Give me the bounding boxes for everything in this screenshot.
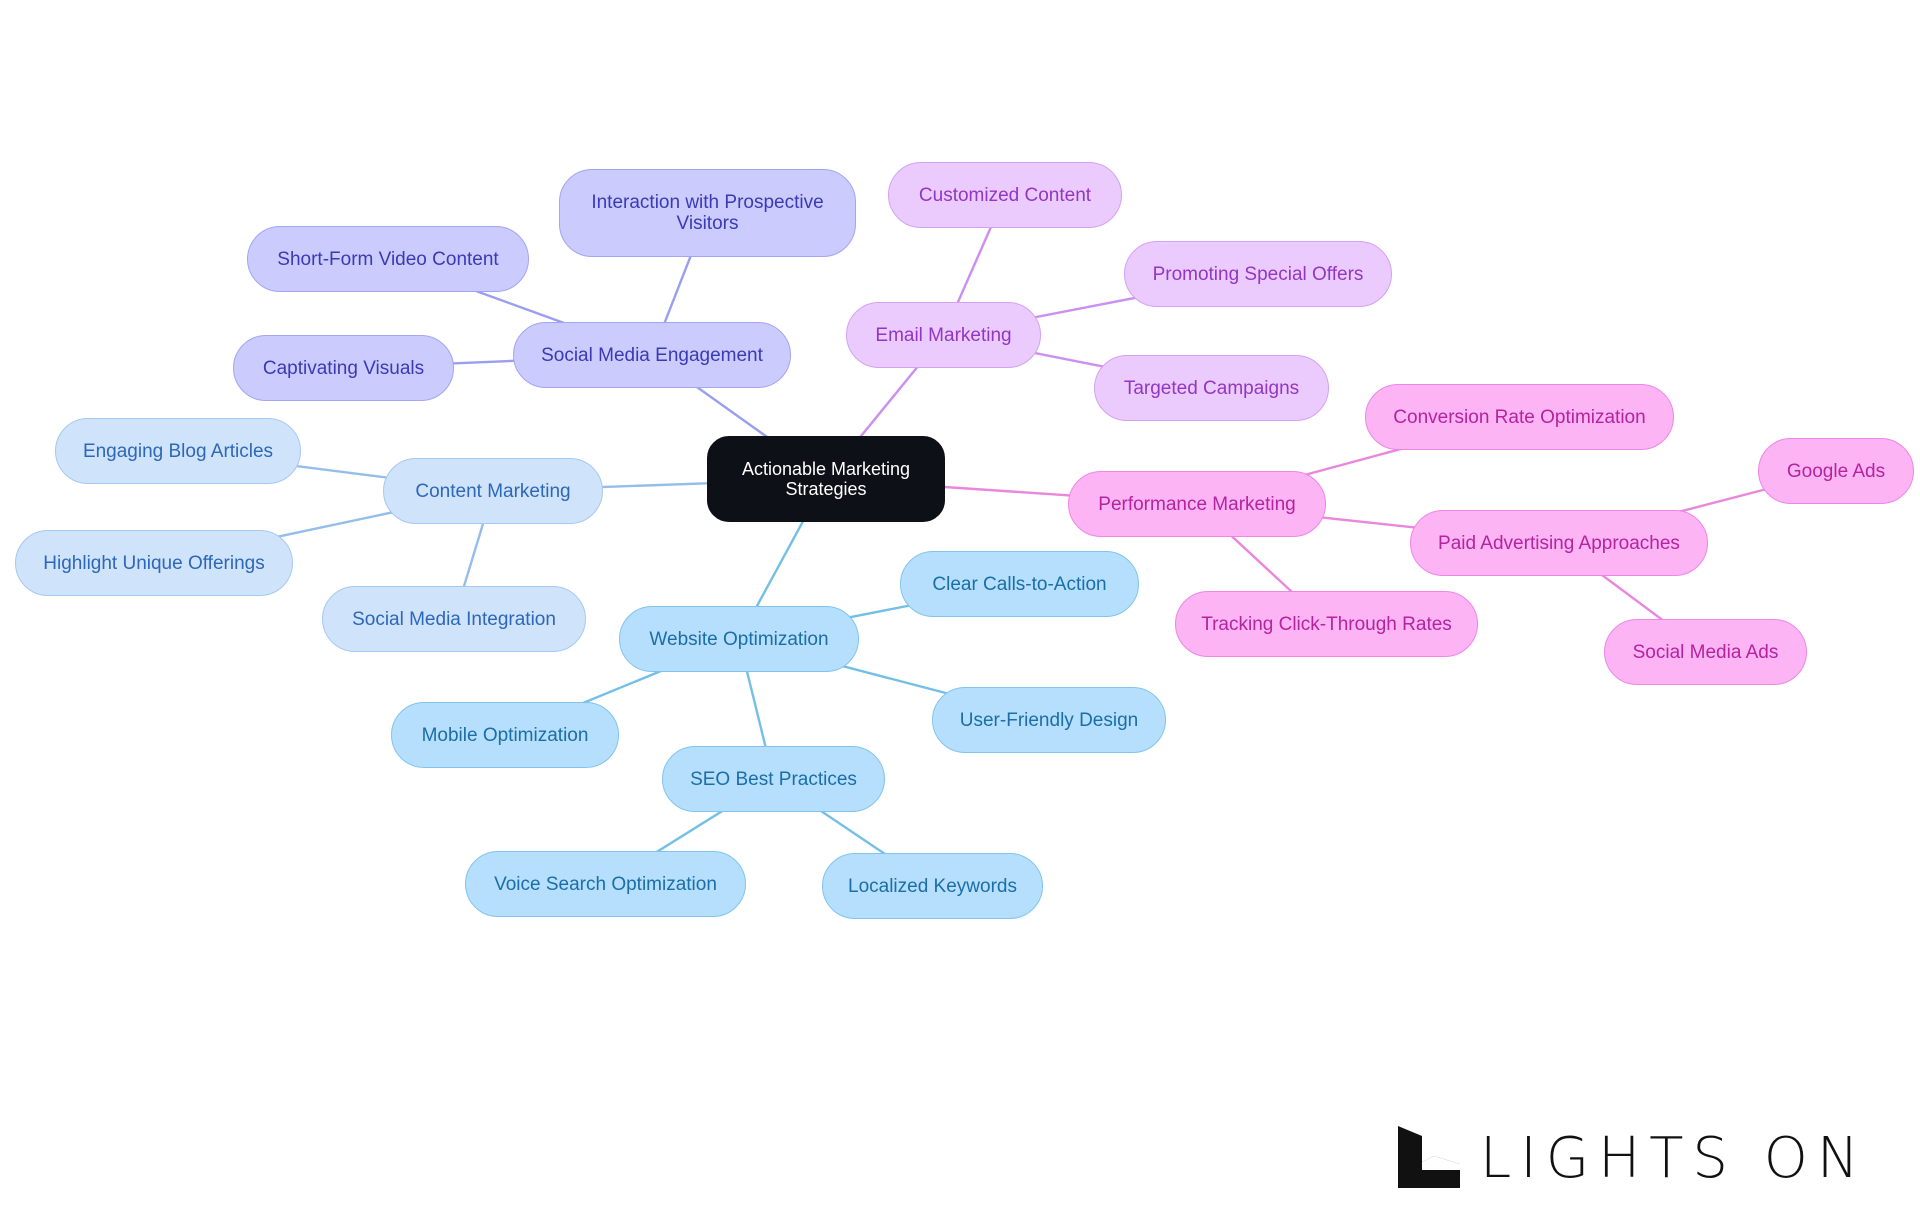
node-root: Actionable Marketing Strategies xyxy=(707,436,945,522)
node-smads: Social Media Ads xyxy=(1604,619,1807,685)
node-ctr: Tracking Click-Through Rates xyxy=(1175,591,1478,657)
node-social: Social Media Engagement xyxy=(513,322,791,388)
node-ufd: User-Friendly Design xyxy=(932,687,1166,753)
node-unique: Highlight Unique Offerings xyxy=(15,530,293,596)
node-performance: Performance Marketing xyxy=(1068,471,1326,537)
node-smint: Social Media Integration xyxy=(322,586,586,652)
node-interaction: Interaction with Prospective Visitors xyxy=(559,169,856,257)
lights-on-logo-mark-icon xyxy=(1398,1126,1460,1188)
node-video: Short-Form Video Content xyxy=(247,226,529,292)
lights-on-logo-text: LIGHTS ON xyxy=(1480,1126,1868,1191)
node-custom: Customized Content xyxy=(888,162,1122,228)
node-paid: Paid Advertising Approaches xyxy=(1410,510,1708,576)
node-voice: Voice Search Optimization xyxy=(465,851,746,917)
node-website: Website Optimization xyxy=(619,606,859,672)
node-targeted: Targeted Campaigns xyxy=(1094,355,1329,421)
node-mobile: Mobile Optimization xyxy=(391,702,619,768)
lights-on-logo: LIGHTS ON xyxy=(1398,1126,1859,1190)
node-email: Email Marketing xyxy=(846,302,1041,368)
node-content: Content Marketing xyxy=(383,458,603,524)
node-blog: Engaging Blog Articles xyxy=(55,418,301,484)
node-google: Google Ads xyxy=(1758,438,1914,504)
node-seo: SEO Best Practices xyxy=(662,746,885,812)
node-cta: Clear Calls-to-Action xyxy=(900,551,1139,617)
node-offers: Promoting Special Offers xyxy=(1124,241,1392,307)
node-visuals: Captivating Visuals xyxy=(233,335,454,401)
node-local: Localized Keywords xyxy=(822,853,1043,919)
node-cro: Conversion Rate Optimization xyxy=(1365,384,1674,450)
